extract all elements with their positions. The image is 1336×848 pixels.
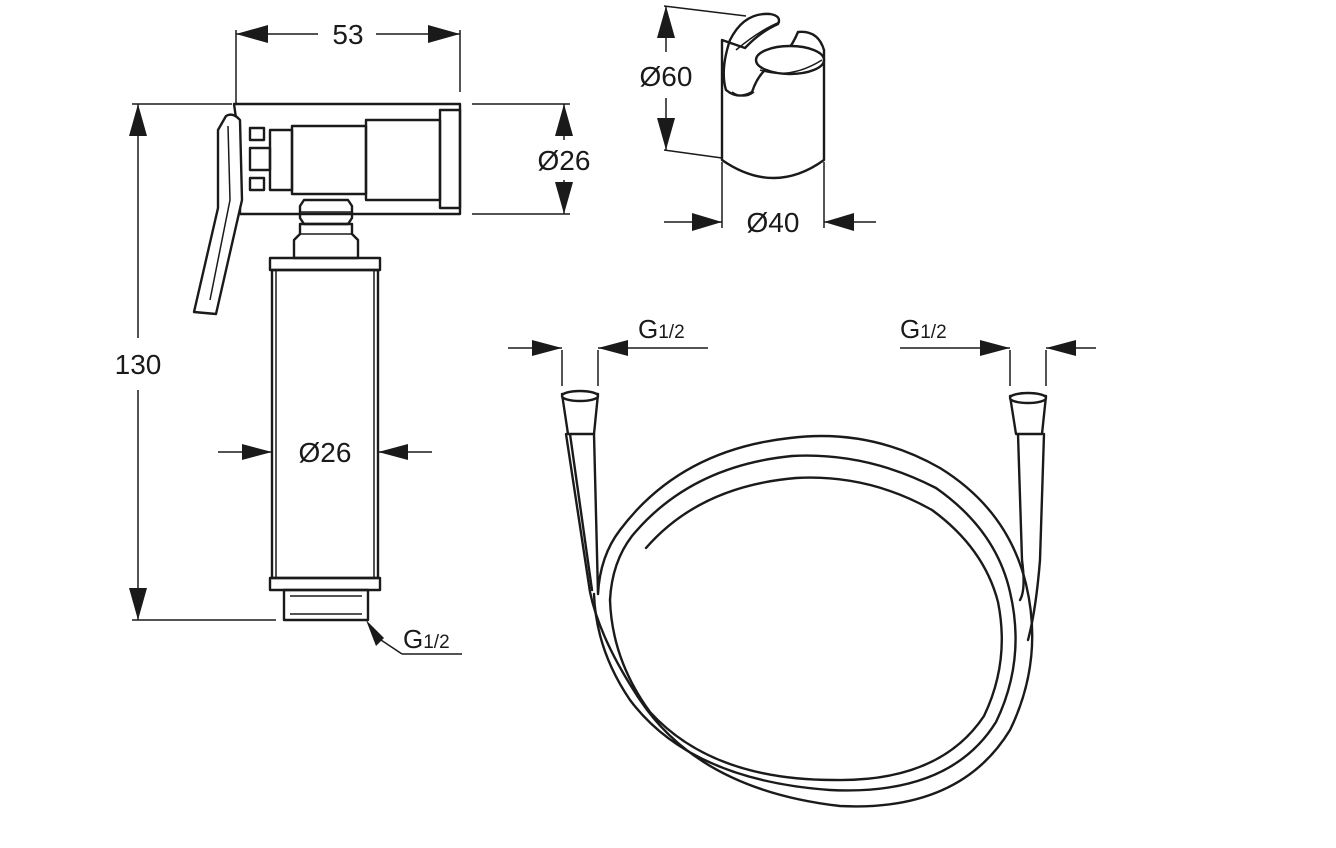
hose — [560, 389, 1048, 808]
spray-body — [270, 268, 380, 580]
thread-fraction-outlet: 1/2 — [423, 632, 449, 653]
thread-main-hose-left: G — [638, 314, 658, 344]
label-holder-diameter: Ø40 — [747, 207, 800, 238]
spray-lever — [192, 113, 244, 316]
label-spray-height: 130 — [115, 349, 162, 380]
thread-fraction-hose-left: 1/2 — [658, 322, 684, 343]
spray-hinge-top — [248, 126, 266, 142]
dimension-53: 53 — [235, 19, 461, 104]
holder-body — [720, 12, 826, 180]
thread-hose-right: G1/2 — [900, 314, 1096, 386]
svg-text:G1/2: G1/2 — [403, 624, 450, 654]
hose-outer — [564, 432, 1034, 808]
holder-cradle — [754, 44, 826, 76]
dimension-130: 130 — [115, 103, 276, 621]
thread-fraction-hose-right: 1/2 — [920, 322, 946, 343]
label-holder-height: Ø60 — [640, 61, 693, 92]
thread-spray-outlet: G1/2 — [366, 620, 462, 655]
hose-inner — [592, 454, 1017, 792]
hand-spray — [192, 102, 462, 622]
dimension-head-diameter: Ø26 — [472, 103, 591, 215]
dimension-holder-height: Ø60 — [640, 5, 747, 159]
thread-main-hose-right: G — [900, 314, 920, 344]
label-body-diameter: Ø26 — [299, 437, 352, 468]
spray-outlet-fitting — [282, 588, 370, 622]
spray-body-flange-bottom — [268, 576, 382, 592]
spray-body-flange-top — [268, 256, 382, 272]
label-spray-width: 53 — [332, 19, 363, 50]
wall-holder — [720, 12, 826, 180]
thread-main-outlet: G — [403, 624, 423, 654]
svg-text:G1/2: G1/2 — [900, 314, 947, 344]
dimension-body-diameter: Ø26 — [218, 437, 432, 468]
spray-hinge-pin — [248, 146, 272, 172]
spray-hinge-bottom — [248, 176, 266, 192]
label-head-diameter: Ø26 — [538, 145, 591, 176]
svg-text:G1/2: G1/2 — [638, 314, 685, 344]
spray-neck — [292, 222, 360, 260]
thread-hose-left: G1/2 — [508, 314, 708, 386]
spray-lever-edge — [209, 125, 231, 301]
dimension-holder-diameter: Ø40 — [664, 162, 876, 238]
